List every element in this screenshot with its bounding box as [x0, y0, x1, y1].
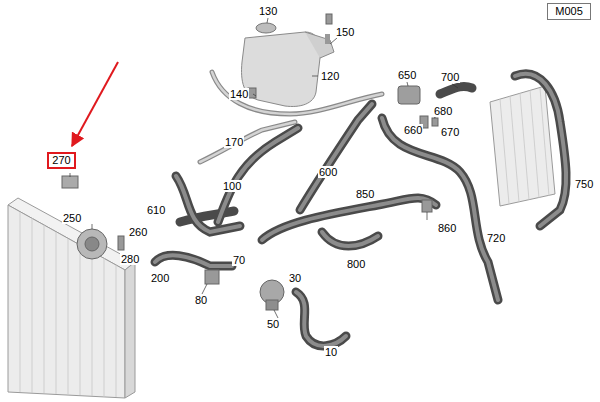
callout-number: 750 — [574, 178, 594, 190]
callout-number: 140 — [229, 88, 249, 100]
expansion-tank — [242, 23, 334, 106]
callout-number: 260 — [128, 226, 148, 238]
callout-number: 700 — [440, 71, 460, 83]
callout-number: 120 — [320, 70, 340, 82]
callout-number: 130 — [258, 5, 278, 17]
callout-number: 100 — [222, 180, 242, 192]
callout-number: 600 — [318, 166, 338, 178]
box-text: M005 — [555, 5, 583, 18]
coolant-hoses — [155, 74, 566, 346]
callout-number: 800 — [346, 258, 366, 270]
callout-number: 10 — [324, 346, 338, 358]
callout-number: 660 — [403, 124, 423, 136]
callout-number: 280 — [120, 253, 140, 265]
callout-number: 720 — [486, 232, 506, 244]
callout-number: 850 — [355, 188, 375, 200]
callout-number: 680 — [433, 105, 453, 117]
callout-number: 650 — [397, 69, 417, 81]
callout-number: 610 — [146, 204, 166, 216]
pumps-valves — [62, 14, 438, 310]
callout-number: 30 — [288, 272, 302, 284]
box-text: 270 — [52, 154, 70, 167]
hose-highlight — [155, 74, 566, 346]
callout-number: 860 — [437, 222, 457, 234]
callout-number: 170 — [224, 136, 244, 148]
callout-number: 250 — [62, 212, 82, 224]
leader-lines — [70, 18, 458, 318]
callout-number: 70 — [232, 254, 246, 266]
callout-number: 200 — [150, 272, 170, 284]
highlight-box: 270 — [47, 152, 76, 169]
callout-number: 50 — [266, 318, 280, 330]
diagram-code-box: M005 — [547, 3, 591, 20]
callout-number: 150 — [335, 26, 355, 38]
red-pointer-arrow — [72, 62, 118, 146]
auxiliary-radiator — [490, 86, 555, 206]
callout-number: 80 — [194, 294, 208, 306]
radiator — [8, 198, 135, 398]
callout-number: 670 — [440, 126, 460, 138]
